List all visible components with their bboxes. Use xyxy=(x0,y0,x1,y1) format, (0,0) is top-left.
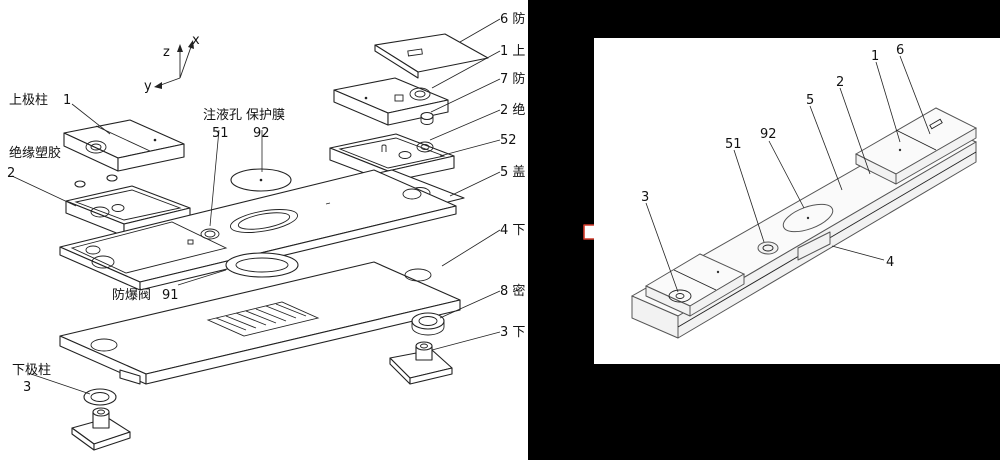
assembled-right-pole xyxy=(854,107,978,185)
label-r4: 4 下 xyxy=(500,223,525,238)
label-explosion-valve-num: 91 xyxy=(162,288,179,303)
axis-z-label: z xyxy=(163,45,170,60)
part-4-lower-plate xyxy=(59,261,461,385)
label-protect-film-num: 92 xyxy=(253,126,270,141)
label-r52: 52 xyxy=(500,133,517,148)
label-r1: 1 上 xyxy=(500,44,525,59)
part-91-explosion-valve xyxy=(225,252,299,278)
label-r2: 2 绝 xyxy=(500,102,525,118)
label-bottom-pole-num: 3 xyxy=(23,380,31,395)
left-labels: 上极柱 1 绝缘塑胶 2 注液孔 51 保护膜 92 防爆阀 91 下极柱 3 … xyxy=(7,11,525,395)
label-insulation: 绝缘塑胶 xyxy=(9,145,61,161)
part-1-pins xyxy=(74,174,118,188)
rlabel-6: 6 xyxy=(896,43,904,58)
right-leader-lines xyxy=(645,55,931,293)
label-injection-hole: 注液孔 xyxy=(203,108,242,123)
rlabel-4: 4 xyxy=(886,255,894,270)
label-bottom-pole: 下极柱 xyxy=(12,363,51,378)
label-r5: 5 盖 xyxy=(500,165,525,180)
axis-y-label: y xyxy=(144,79,152,94)
right-labels: 1 6 2 5 92 51 3 4 xyxy=(641,43,904,270)
axis-triad: z x y xyxy=(144,33,200,94)
rlabel-92: 92 xyxy=(760,127,777,142)
part-92-protective-film xyxy=(230,168,292,192)
label-r6: 6 防 xyxy=(500,11,525,27)
exploded-view-panel: z x y xyxy=(0,0,528,460)
part-8-seal-ring xyxy=(411,312,445,336)
label-insulation-num: 2 xyxy=(7,166,15,181)
part-1-upper-pole-right xyxy=(333,77,449,126)
part-1-upper-pole-left xyxy=(63,119,185,172)
part-7-small-cap xyxy=(420,111,434,125)
label-r3: 3 下 xyxy=(500,325,525,340)
rlabel-2: 2 xyxy=(836,75,844,90)
rlabel-1: 1 xyxy=(871,49,879,64)
rlabel-5: 5 xyxy=(806,93,814,108)
assembled-injection-port xyxy=(757,241,779,255)
label-injection-hole-num: 51 xyxy=(212,126,229,141)
part-6-protective-sheet xyxy=(374,33,489,79)
assembled-left-pole xyxy=(644,253,746,317)
part-3-lower-pole-right xyxy=(389,341,453,385)
exploded-view-drawing: z x y xyxy=(7,11,525,451)
label-r8: 8 密 xyxy=(500,283,525,299)
assembled-view-drawing: 1 6 2 5 92 51 3 4 xyxy=(630,43,978,339)
label-top-pole-num: 1 xyxy=(63,93,71,108)
axis-x-label: x xyxy=(192,33,200,48)
label-protect-film: 保护膜 xyxy=(246,108,285,123)
assembled-view-panel: 1 6 2 5 92 51 3 4 xyxy=(594,38,1000,364)
valve-slots xyxy=(215,303,307,331)
leader-lines xyxy=(11,18,501,395)
label-r7: 7 防 xyxy=(500,71,525,87)
label-top-pole: 上极柱 xyxy=(9,93,48,108)
rlabel-3: 3 xyxy=(641,190,649,205)
part-5-main-cover-plate xyxy=(59,169,457,291)
label-explosion-valve: 防爆阀 xyxy=(112,287,151,303)
part-3-lower-pole-left xyxy=(71,388,131,451)
rlabel-51: 51 xyxy=(725,137,742,152)
